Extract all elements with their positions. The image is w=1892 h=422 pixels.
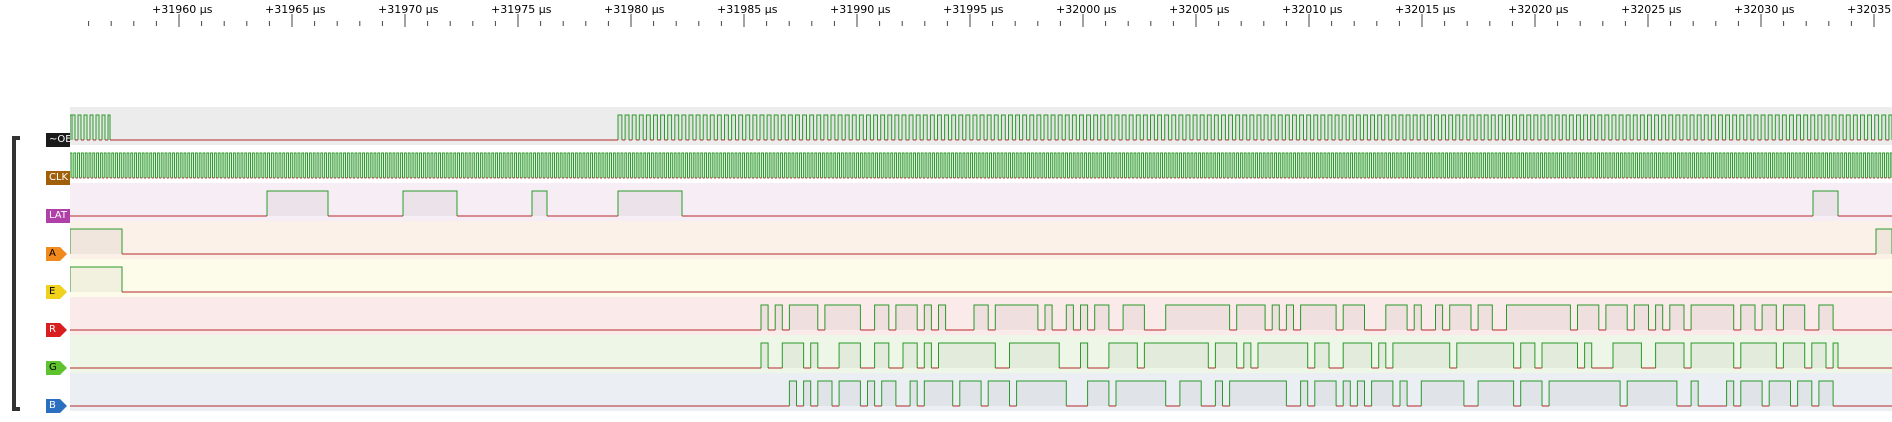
ruler-tick-label: +32010 µs: [1282, 3, 1343, 16]
ruler-tick-label: +31960 µs: [152, 3, 213, 16]
ruler-tick-label: +32025 µs: [1621, 3, 1682, 16]
ruler-tick-label: +31980 µs: [604, 3, 665, 16]
ruler-tick-label: +31965 µs: [265, 3, 326, 16]
waveform-trace: [70, 228, 1892, 255]
waveform-trace: [70, 304, 1892, 331]
waveform-lane-oe[interactable]: [70, 107, 1892, 145]
ruler-tick-label: +32005 µs: [1169, 3, 1230, 16]
waveform-lane-lat[interactable]: [70, 183, 1892, 221]
ruler-tick-label: +32030 µs: [1734, 3, 1795, 16]
channel-label-r[interactable]: R: [46, 323, 67, 337]
channel-label-g[interactable]: G: [46, 361, 67, 375]
ruler-tick-label: +32020 µs: [1508, 3, 1569, 16]
waveform-trace: [70, 266, 1892, 293]
channel-panel: ~OE CLK LAT A E R G B: [0, 0, 70, 422]
ruler-tick-label: +31970 µs: [378, 3, 439, 16]
waveform-trace: [70, 380, 1892, 407]
waveform-area[interactable]: [70, 107, 1892, 422]
waveform-lane-b[interactable]: [70, 373, 1892, 411]
ruler-tick-label: +31990 µs: [830, 3, 891, 16]
ruler-tick-label: +31985 µs: [717, 3, 778, 16]
ruler-tick-label: +31975 µs: [491, 3, 552, 16]
channel-group-bracket[interactable]: [12, 136, 20, 411]
channel-label-b[interactable]: B: [46, 399, 67, 413]
ruler-tick-label: +32015 µs: [1395, 3, 1456, 16]
waveform-lane-g[interactable]: [70, 335, 1892, 373]
waveform-lane-r[interactable]: [70, 297, 1892, 335]
channel-label-a[interactable]: A: [46, 247, 67, 261]
waveform-trace: [70, 190, 1892, 217]
waveform-lane-a[interactable]: [70, 221, 1892, 259]
channel-label-e[interactable]: E: [46, 285, 67, 299]
ruler-tick-label: +31995 µs: [943, 3, 1004, 16]
time-ruler-scale: +31960 µs +31965 µs +31970 µs +31975 µs +319…: [88, 3, 1892, 27]
time-ruler[interactable]: +31960 µs +31965 µs +31970 µs +31975 µs +319…: [70, 0, 1892, 107]
waveform-trace: [70, 342, 1892, 369]
waveform-trace: [70, 114, 1892, 141]
waveform-lane-clk[interactable]: [70, 145, 1892, 183]
ruler-tick-label: +32000 µs: [1056, 3, 1117, 16]
waveform-lane-e[interactable]: [70, 259, 1892, 297]
ruler-tick-label: +32035 µs: [1847, 3, 1892, 16]
waveform-trace: [70, 152, 1892, 179]
